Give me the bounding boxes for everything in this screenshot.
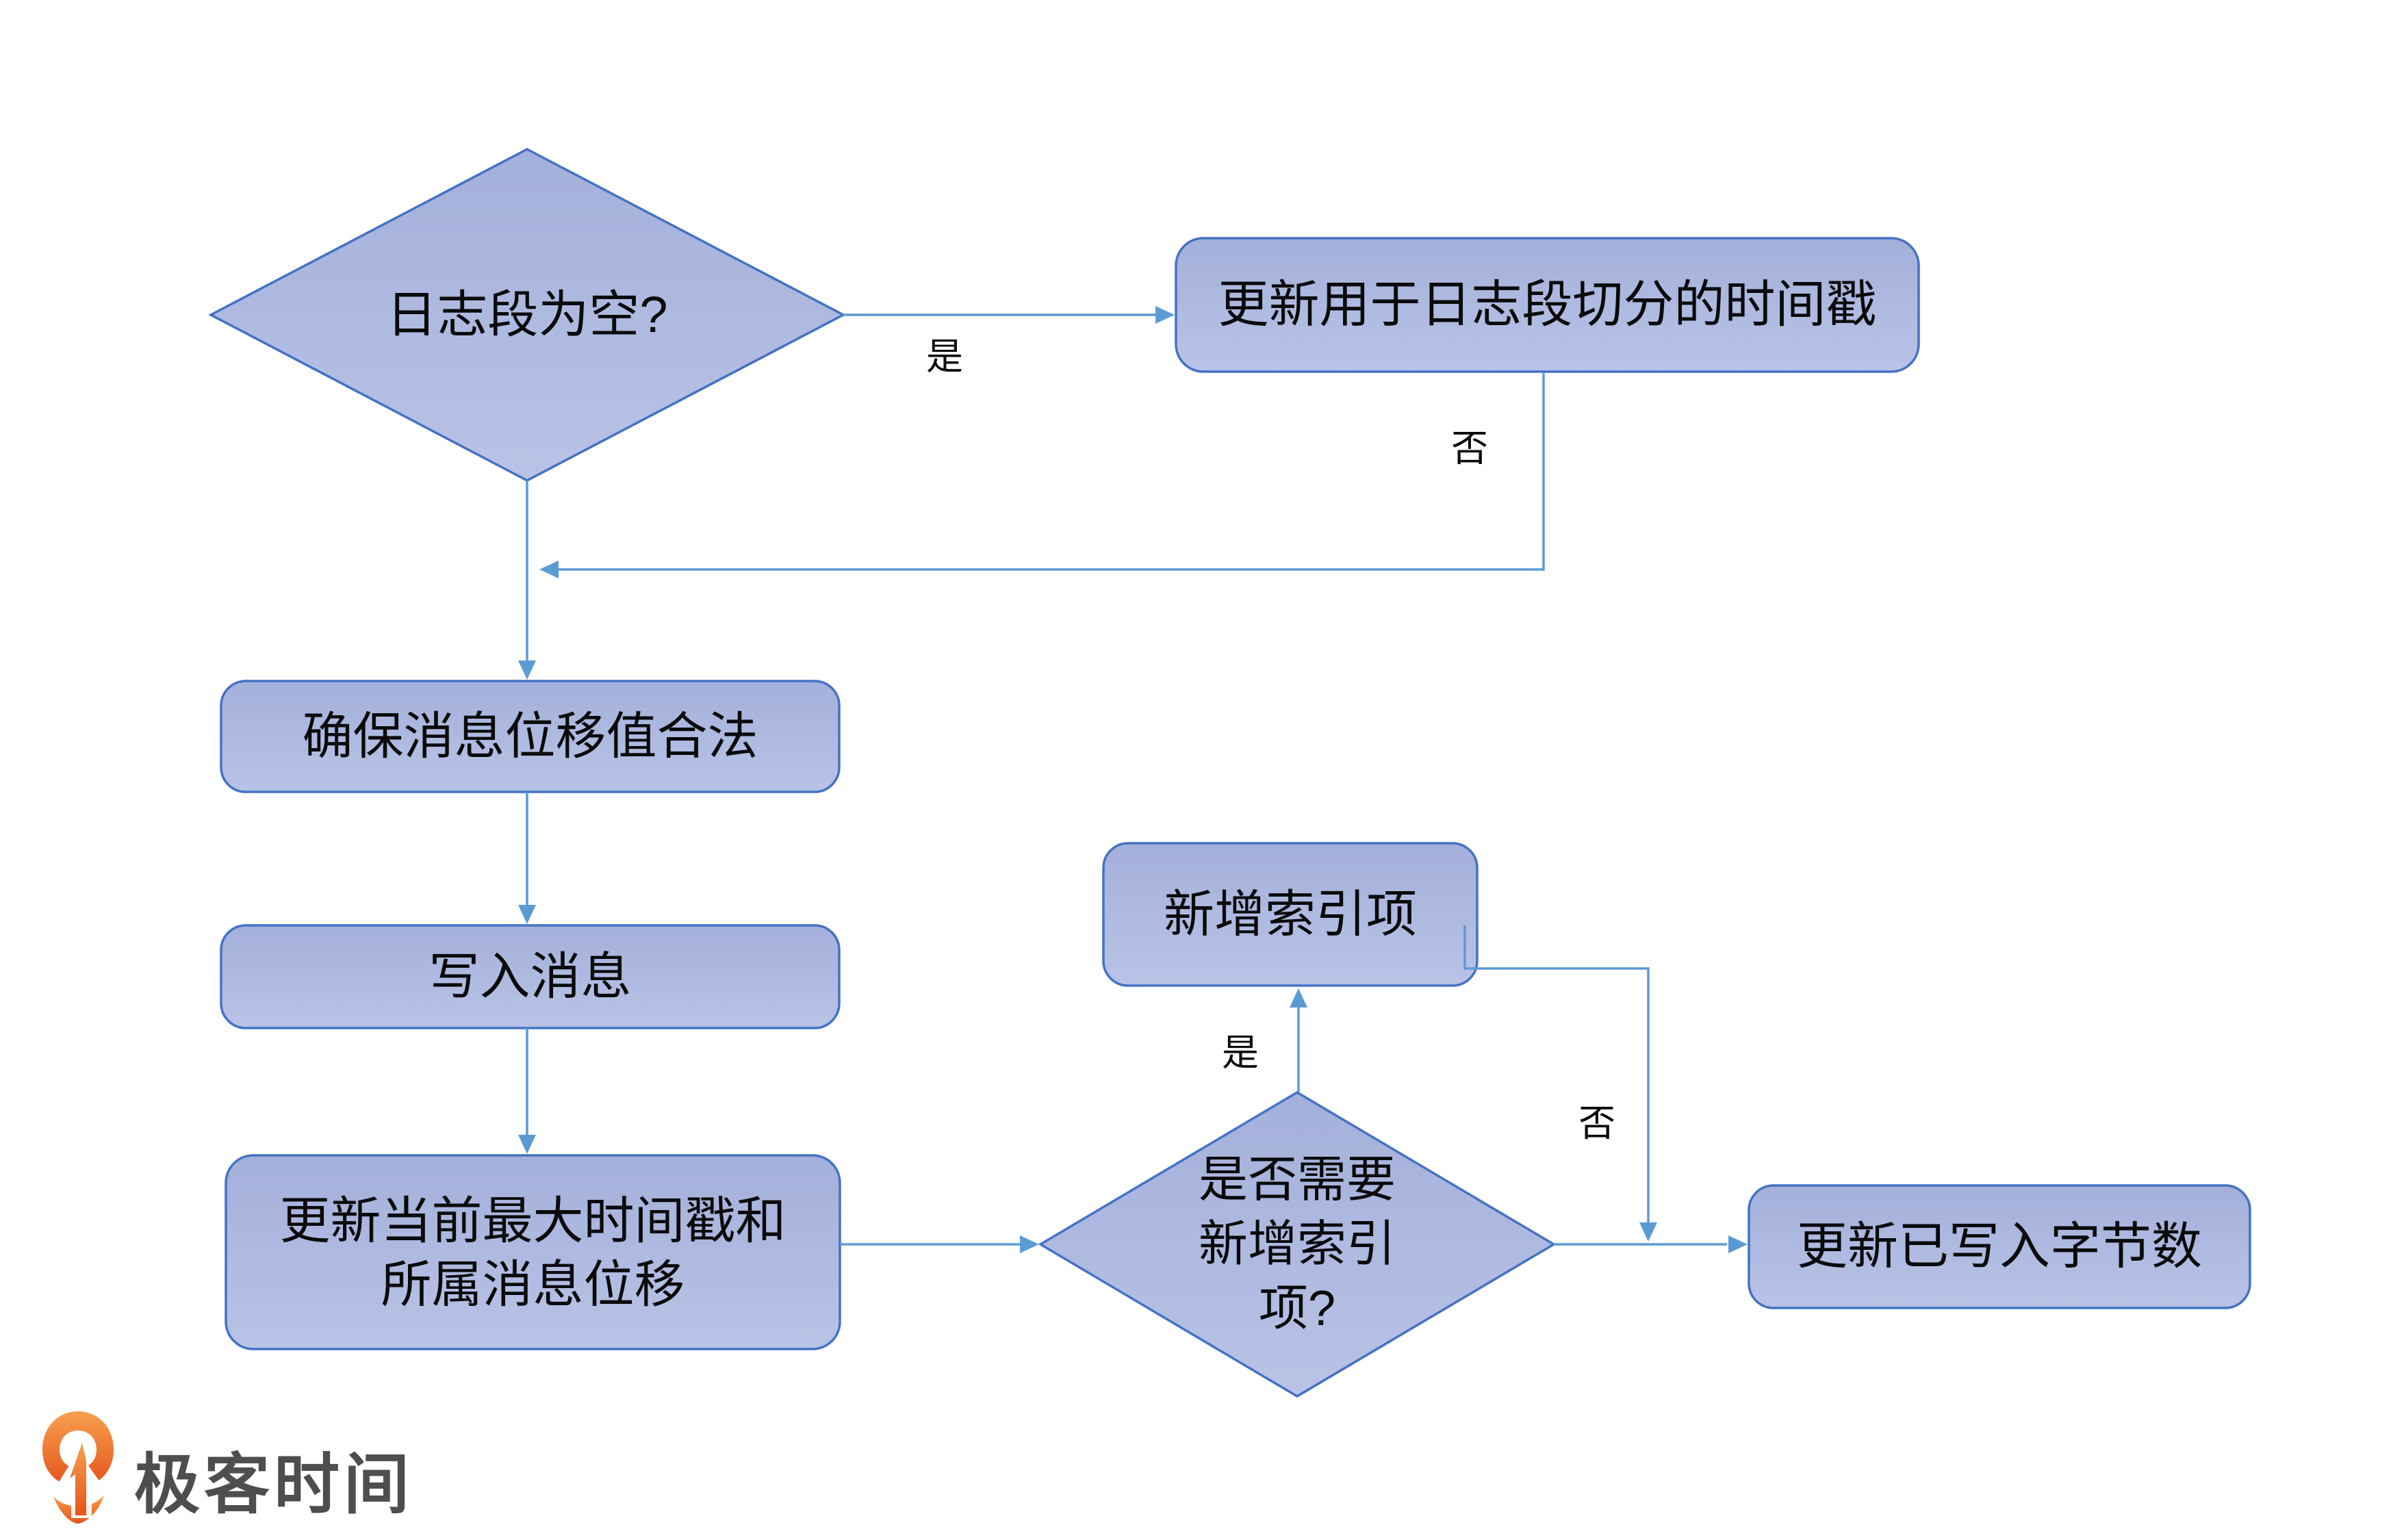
process-update-split-timestamp-label: 更新用于日志段切分的时间戳 [1218,276,1877,333]
decision-need-index-label: 是否需要 新增索引 项? [1126,1144,1468,1344]
edge-label-yes-bottom: 是 [1222,1032,1259,1074]
edge-decision-to-update-bytes [1554,1235,1748,1253]
decision-need-index-line1: 是否需要 [1198,1153,1396,1207]
edge-decision-to-ensure-offset [518,480,536,680]
edge-label-yes-top: 是 [926,336,963,378]
decision-need-index-line2: 新增索引 [1198,1217,1396,1272]
geektime-logo-text: 极客时间 [134,1448,413,1522]
edge-label-no-top: 否 [1451,428,1488,470]
process-ensure-offset-valid-shape [220,680,841,793]
edge-write-to-update-max [518,1028,536,1154]
decision-log-empty-label: 日志段为空? [386,285,668,343]
process-add-index-entry-shape [1102,842,1479,987]
edge-no-bottom [1463,925,1657,1242]
geektime-logo-icon [42,1411,114,1524]
decision-need-index-shape [1038,1090,1557,1398]
process-update-written-bytes-shape [1748,1184,2251,1309]
process-update-max-timestamp-shape [225,1154,841,1350]
edge-ensure-offset-to-write [518,792,536,924]
process-update-max-timestamp-line2: 所属消息位移 [381,1255,685,1313]
decision-need-index-line3: 项? [1258,1281,1336,1336]
edge-yes-bottom [1290,988,1307,1092]
process-update-max-timestamp-label: 更新当前最大时间戳和 所属消息位移 [226,1155,840,1349]
process-write-message-label: 写入消息 [428,947,632,1005]
edge-update-max-to-decision [840,1235,1039,1253]
process-update-split-timestamp-shape [1175,237,1920,373]
process-update-written-bytes-label: 更新已写入字节数 [1797,1218,2202,1275]
edge-yes-top [843,306,1175,324]
edge-label-no-bottom: 否 [1578,1103,1615,1144]
process-add-index-entry-label: 新增索引项 [1164,885,1417,942]
process-ensure-offset-valid-label: 确保消息位移值合法 [302,707,758,765]
edge-no-top [539,373,1545,578]
process-write-message-shape [220,924,841,1029]
process-update-max-timestamp-line1: 更新当前最大时间戳和 [279,1192,786,1249]
